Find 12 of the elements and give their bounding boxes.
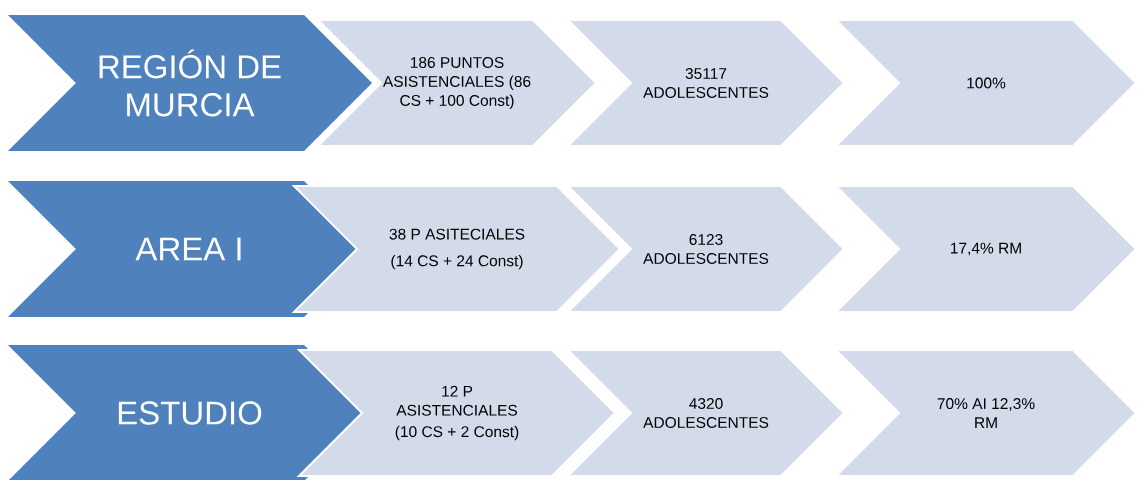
chevron-box: ESTUDIO xyxy=(3,343,375,480)
chevron-box: 17,4% RM xyxy=(833,185,1138,313)
node-label: 4320 ADOLESCENTES xyxy=(643,398,769,428)
chevron-box: 70% AI 12,3% RM xyxy=(833,349,1138,477)
chevron-box: REGIÓN DE MURCIA xyxy=(3,13,375,153)
node-label: (10 CS + 2 Const) xyxy=(395,425,519,441)
chevron-box: 12 P ASISTENCIALES (10 CS + 2 Const) xyxy=(296,349,617,477)
chevron-box: 38 P ASITECIALES (14 CS + 24 Const) xyxy=(291,185,622,313)
chevron-box: AREA I xyxy=(3,179,375,319)
chevron-box: 4320 ADOLESCENTES xyxy=(565,349,846,477)
node-label: 12 P ASISTENCIALES xyxy=(396,385,518,416)
chevron-box: 100% xyxy=(833,19,1138,147)
